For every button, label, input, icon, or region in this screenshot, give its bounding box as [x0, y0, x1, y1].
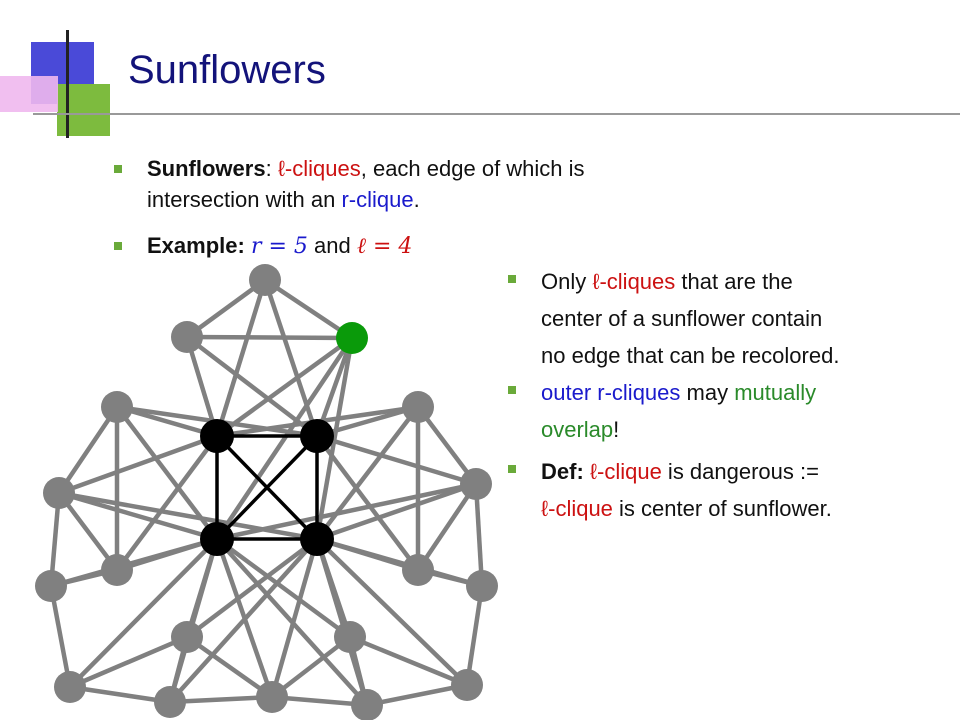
spoke-edge [58, 433, 218, 496]
spoke-edge [215, 336, 354, 438]
outer-node [101, 554, 133, 586]
outer-edge [349, 634, 468, 688]
decor-green-square [57, 84, 110, 136]
outer-edge [473, 483, 485, 587]
outer-edge [69, 634, 188, 690]
outer-edge [416, 405, 478, 486]
spoke-edge [316, 433, 477, 487]
outer-edge [270, 635, 352, 699]
spoke-edge [215, 336, 354, 541]
spoke-edge [50, 536, 218, 589]
spoke-edge [262, 279, 320, 437]
bullet-sunflowers-definition: Sunflowers: ℓ-cliques, each edge of whic… [114, 153, 787, 215]
spoke-edge [215, 537, 369, 707]
r-cliques-term: r-cliques [597, 380, 681, 405]
term-example: Example: [147, 233, 245, 258]
outer-edge [185, 278, 267, 339]
outer-node [351, 689, 383, 720]
ell-clique-term: ℓ-clique [589, 459, 662, 484]
outer-node [402, 554, 434, 586]
spoke-edge [315, 405, 420, 541]
spoke-edge [316, 404, 419, 439]
decor-vertical-line [66, 30, 69, 138]
bullet-definition-dangerous: Def: ℓ-clique is dangerous := ℓ-clique i… [508, 453, 951, 527]
outer-edge [263, 278, 354, 340]
outer-node [402, 391, 434, 423]
spoke-edge [315, 434, 420, 572]
spoke-edge [316, 481, 477, 542]
term-def: Def: [541, 459, 590, 484]
r-clique-term: r-clique [341, 187, 414, 212]
outer-node [43, 477, 75, 509]
overlap-term: overlap [541, 417, 614, 442]
center-node [200, 419, 234, 453]
center-clique-edge [215, 434, 319, 541]
outer-node [154, 686, 186, 718]
center-node [300, 522, 334, 556]
ell-cliques-term: ℓ-cliques [277, 156, 361, 181]
spoke-edge [116, 404, 218, 439]
title-underline [33, 113, 960, 115]
outer-node [460, 468, 492, 500]
decor-pink-square [0, 76, 58, 112]
center-node [200, 522, 234, 556]
outer-edge [169, 694, 273, 705]
outer-edge [366, 682, 468, 708]
outer-edge [57, 405, 119, 495]
highlighted-node [336, 322, 368, 354]
spoke-edge [115, 434, 219, 572]
spoke-edge [58, 490, 218, 542]
mutually-term: mutually [734, 380, 817, 405]
outer-node [101, 391, 133, 423]
spoke-edge [214, 279, 268, 437]
outer-edge [186, 334, 353, 341]
outer-edge [48, 585, 73, 688]
outer-node [54, 671, 86, 703]
spoke-edge [314, 337, 355, 540]
outer-edge [57, 491, 119, 572]
spoke-edge [215, 537, 352, 639]
outer-node [466, 570, 498, 602]
outer-node [171, 621, 203, 653]
outer-edge [69, 684, 171, 705]
outer-edge [464, 585, 485, 686]
ell-equation: ℓ = 4 [356, 234, 413, 259]
spoke-edge [316, 536, 483, 589]
outer-node [171, 321, 203, 353]
ell-clique-term: ℓ-clique [541, 496, 613, 521]
bullet-example: Example: r = 5 and ℓ = 4 [114, 230, 507, 262]
spoke-edge [68, 537, 219, 689]
spoke-edge [214, 538, 275, 698]
spoke-edge [315, 537, 469, 687]
spoke-edge [58, 490, 318, 542]
slide-title: Sunflowers [128, 48, 326, 92]
ell-cliques-term: ℓ-cliques [592, 269, 676, 294]
outer-node [451, 669, 483, 701]
spoke-edge [185, 537, 319, 639]
outer-edge [185, 635, 274, 699]
r-equation: r = 5 [250, 234, 308, 259]
outer-node [35, 570, 67, 602]
spoke-edge [269, 538, 320, 698]
outer-node [334, 621, 366, 653]
term-sunflowers: Sunflowers [147, 156, 266, 181]
outer-edge [416, 482, 478, 572]
spoke-edge [314, 538, 370, 706]
outer-node [256, 681, 288, 713]
center-node [300, 419, 334, 453]
bullet-outer-cliques: outer r-cliques may mutually overlap! [508, 374, 951, 448]
bullet-only-cliques: Only ℓ-cliques that are the center of a … [508, 263, 951, 374]
outer-node [249, 264, 281, 296]
spoke-edge [167, 538, 220, 703]
